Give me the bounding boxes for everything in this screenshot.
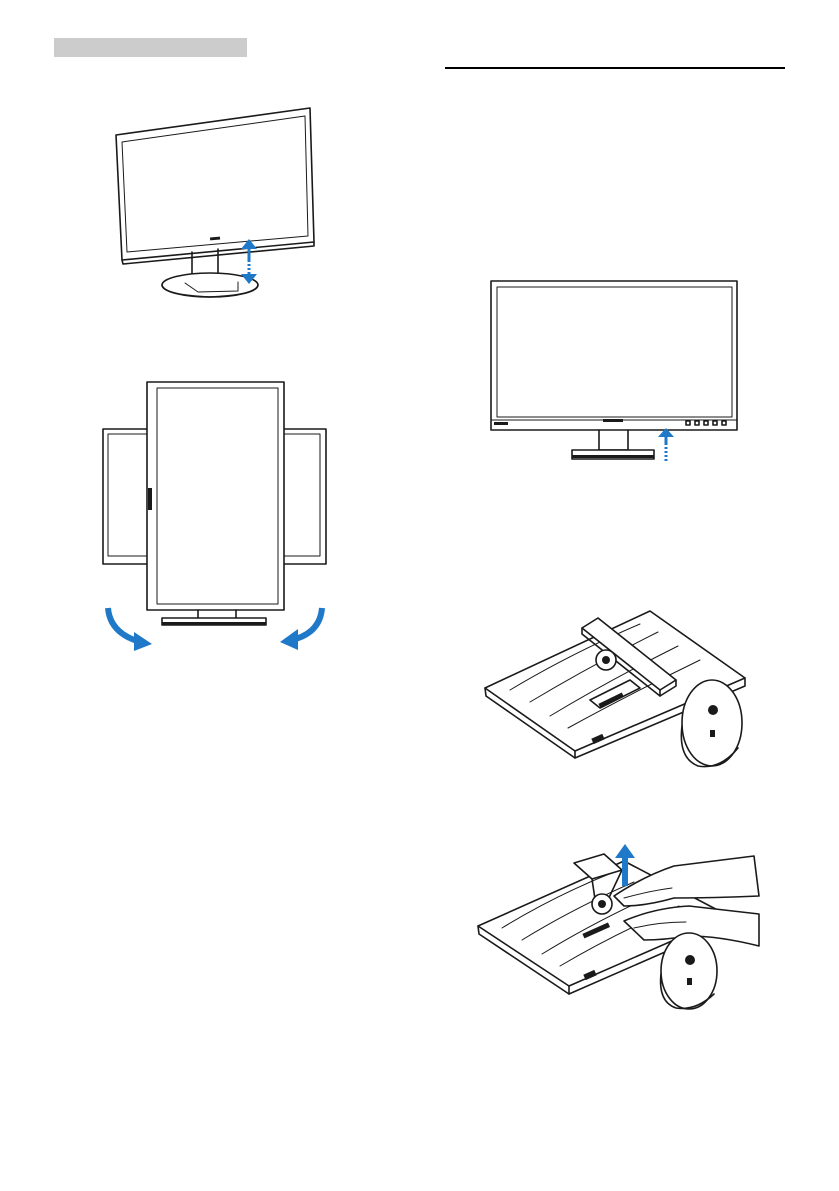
monitor-height-adjust-illustration [100,100,340,310]
section-divider-rule [445,67,785,69]
lift-up-arrow-icon [658,428,674,461]
monitor-front-lift-illustration [488,278,748,468]
section-header-bar [54,38,247,57]
pivot-rotate-arrows-icon [108,608,322,651]
monitor-stand-removal-illustration [474,836,759,1011]
monitor-pivot-illustration [100,378,340,653]
monitor-facedown-stand-illustration [480,608,750,773]
